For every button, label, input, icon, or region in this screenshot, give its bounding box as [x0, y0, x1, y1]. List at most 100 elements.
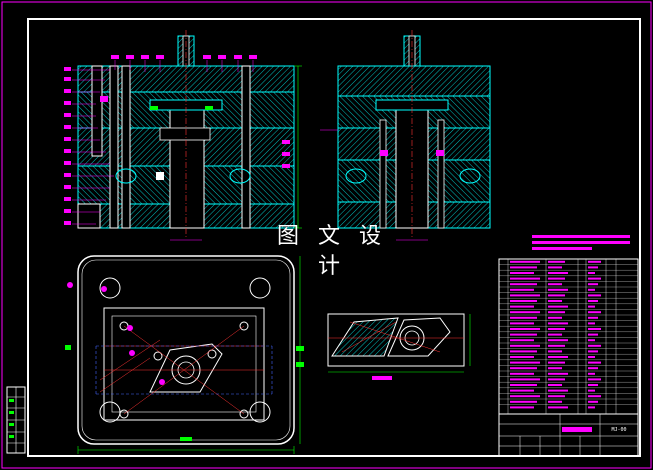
bom-cell-mark [510, 333, 537, 336]
bom-cell-mark [548, 288, 568, 291]
bom-cell-mark [510, 288, 534, 291]
bom-cell-mark [510, 294, 540, 297]
bom-cell-mark [548, 311, 565, 314]
bom-cell-mark [548, 367, 562, 370]
bom-cell-mark [548, 266, 562, 269]
bom-cell-mark [588, 389, 595, 392]
bom-cell-mark [510, 406, 534, 409]
bom-cell-mark [510, 260, 540, 263]
bom-cell-mark [548, 395, 565, 398]
bom-cell-mark [510, 367, 537, 370]
bom-cell-mark [588, 283, 598, 286]
bom-cell-mark [510, 328, 540, 330]
bom-cell-mark [588, 266, 598, 269]
bom-cell-mark [548, 260, 565, 263]
drawing-code: MJ-00 [611, 427, 627, 433]
bom-cell-mark [548, 283, 562, 286]
part-number-mark [64, 185, 71, 189]
bom-cell-mark [588, 300, 598, 302]
bom-cell-mark [548, 272, 568, 274]
bom-cell-mark [548, 400, 562, 403]
part-number-mark [126, 55, 134, 59]
bom-cell-mark [548, 361, 565, 364]
bom-cell-mark [548, 277, 565, 280]
bom-cell-mark [588, 294, 601, 297]
bom-cell-mark [588, 272, 595, 274]
bom-cell-mark [588, 311, 601, 314]
part-number-mark [64, 101, 71, 105]
left-strip-rows [7, 387, 25, 453]
bom-cell-mark [510, 372, 534, 375]
bom-cell-mark [588, 395, 601, 398]
bom-cell-mark [510, 300, 537, 302]
bom-cell-mark [510, 361, 540, 364]
bom-cell-mark [588, 367, 598, 370]
bom-cell-mark [588, 344, 601, 347]
bom-cell-mark [510, 350, 537, 353]
bom-cell-mark [548, 406, 568, 409]
bom-cell-mark [510, 311, 540, 314]
bom-cell-mark [588, 378, 601, 381]
bom-cell-mark [548, 344, 565, 347]
bom-cell-mark [548, 300, 562, 302]
part-number-mark [203, 55, 211, 59]
bom-cell-mark [588, 333, 598, 336]
bom-cell-mark [510, 272, 534, 274]
watermark-text: 图 文 设 计 [277, 224, 387, 279]
bom-cell-mark [510, 339, 534, 342]
bom-cell-mark [510, 356, 534, 358]
part-number-mark [234, 55, 242, 59]
bom-cell-mark [548, 316, 562, 319]
bom-cell-mark [510, 322, 534, 325]
part-number-mark [64, 197, 71, 201]
bom-cell-mark [588, 406, 595, 409]
part-number-mark [64, 113, 71, 117]
part-number-mark [141, 55, 149, 59]
bom-cell-mark [588, 322, 595, 325]
part-number-mark [64, 173, 71, 177]
title-block-lines [498, 413, 639, 457]
bom-cell-mark [548, 372, 568, 375]
part-number-mark [64, 149, 71, 153]
bom-cell-mark [588, 400, 598, 403]
part-number-mark [218, 55, 226, 59]
bom-cell-mark [548, 294, 565, 297]
part-number-mark [249, 55, 257, 59]
bom-cell-mark [588, 339, 595, 342]
bom-cell-mark [548, 389, 568, 392]
part-number-mark [282, 140, 290, 144]
part-number-mark [282, 164, 290, 168]
main-section-view [72, 30, 302, 241]
bom-cell-mark [510, 395, 540, 398]
bom-cell-mark [548, 322, 568, 325]
part-number-mark [64, 137, 71, 141]
bom-cell-mark [510, 266, 537, 269]
part-number-mark [64, 161, 71, 165]
plan-view [65, 255, 304, 454]
bom-cell-mark [588, 316, 598, 319]
bom-cell-mark [548, 378, 565, 381]
bom-cell-mark [588, 260, 601, 263]
inner-frame [27, 18, 641, 457]
part-number-mark [64, 221, 71, 225]
bom-cell-mark [548, 333, 562, 336]
bom-cell-mark [510, 277, 540, 280]
bom-cell-mark [510, 400, 537, 403]
left-strip-marks [9, 399, 14, 438]
bom-cell-mark [510, 378, 540, 381]
part-number-mark [156, 55, 164, 59]
tech-requirements-bars [532, 235, 630, 250]
bom-cell-mark [510, 305, 534, 308]
bom-cell-mark [548, 350, 562, 353]
part-number-mark [64, 77, 71, 81]
bom-cell-mark [588, 288, 595, 291]
bom-cell-mark [588, 277, 601, 280]
bom-cell-mark [588, 384, 598, 386]
part-number-mark [64, 89, 71, 93]
bom-cell-mark [548, 328, 565, 330]
part-number-mark [64, 67, 71, 71]
bom-cell-mark [510, 384, 537, 386]
